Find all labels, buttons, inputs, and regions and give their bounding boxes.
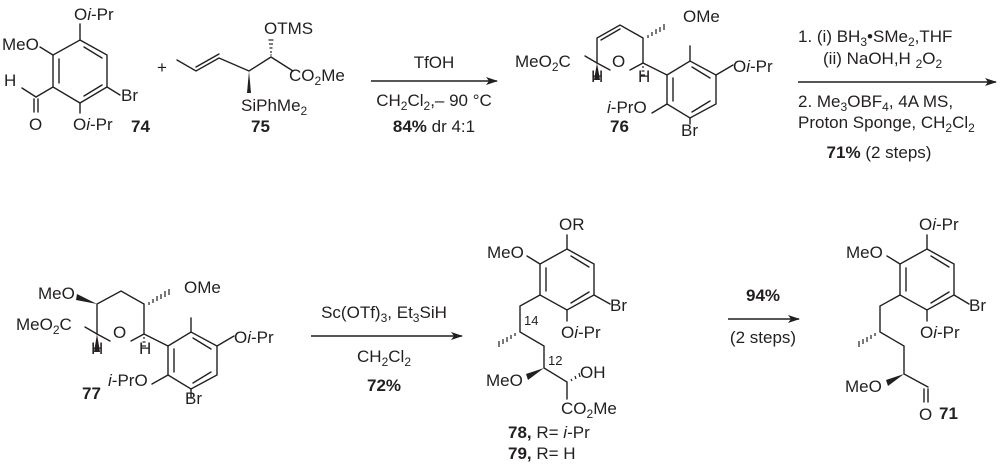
group-label: OTMS	[264, 19, 313, 38]
compound-number: 76	[610, 117, 629, 136]
group-label: OMe	[683, 7, 720, 26]
group-label: Oi-Pr	[919, 215, 959, 234]
plus-sign: +	[157, 58, 167, 77]
group-label: H	[139, 339, 151, 358]
group-label: i-PrO	[607, 98, 647, 117]
hash-bond	[641, 66, 645, 76]
group-label: O	[919, 405, 932, 424]
group-label: Oi-Pr	[920, 323, 960, 342]
compound-71: Oi-Pr MeO Br Oi-Pr MeO O 71	[845, 215, 986, 424]
yield: 72%	[367, 376, 401, 395]
group-label: CO2Me	[289, 66, 345, 88]
hash-bond	[148, 289, 170, 305]
group-label: MeO	[845, 377, 882, 396]
group-label: SiPhMe2	[241, 96, 308, 118]
benzene-ring	[899, 248, 955, 311]
group-label: H	[591, 67, 603, 86]
wedge-bond	[594, 63, 600, 80]
benzene-ring	[666, 60, 717, 119]
group-label: Oi-Pr	[561, 323, 601, 342]
reaction-step-4: 94% (2 steps)	[728, 286, 800, 347]
compound-number: 75	[251, 117, 270, 136]
group-label: MeO	[2, 35, 39, 54]
group-label: Oi-Pr	[74, 5, 114, 24]
wedge-bond	[886, 374, 904, 386]
hash-bond	[498, 333, 516, 347]
reaction-step-3: Sc(OTf)3, Et3SiH CH2Cl2 72%	[311, 303, 463, 395]
group-label: OH	[580, 363, 606, 382]
reagent: Proton Sponge, CH2Cl2	[798, 113, 975, 135]
group-label: Br	[681, 121, 698, 140]
compound-77: MeO MeO2C H O H OMe Oi-Pr i-PrO Br 77	[16, 278, 274, 408]
wedge-bond	[94, 334, 100, 352]
compound-74: Oi-Pr MeO H O Br Oi-Pr 74	[2, 5, 150, 136]
compound-number: 71	[939, 404, 958, 423]
group-label: Br	[969, 296, 986, 315]
carbon-number: 12	[548, 353, 562, 368]
reagent: (ii) NaOH,H 2O2	[823, 49, 942, 71]
benzene-ring	[167, 331, 218, 390]
compound-75: OTMS CO2Me SiPhMe2 75	[176, 19, 345, 136]
group-label: Br	[121, 86, 138, 105]
wedge-bond	[76, 294, 97, 304]
wedge-bond	[247, 71, 251, 93]
compound-number: 78, R= i-Pr	[508, 423, 590, 442]
group-label: MeO	[486, 371, 523, 390]
group-label: O	[113, 323, 126, 342]
reagent: 1. (i) BH3•SMe2,THF	[798, 27, 952, 49]
reaction-step-2: 1. (i) BH3•SMe2,THF (ii) NaOH,H 2O2 2. M…	[798, 27, 997, 162]
hash-bond	[858, 333, 876, 347]
compound-number: 74	[131, 117, 150, 136]
group-label: i-PrO	[108, 371, 148, 390]
hash-bond	[647, 24, 665, 38]
conditions: (2 steps)	[730, 328, 796, 347]
group-label: MeO	[846, 243, 883, 262]
reagent: Sc(OTf)3, Et3SiH	[321, 303, 447, 325]
yield: 71% (2 steps)	[827, 143, 932, 162]
hash-bond	[268, 39, 274, 56]
group-label: MeO	[487, 243, 524, 262]
reagent: 2. Me3OBF4, 4A MS,	[798, 92, 953, 114]
group-label: Oi-Pr	[733, 57, 773, 76]
group-label: Oi-Pr	[73, 115, 113, 134]
group-label: MeO2C	[515, 52, 571, 74]
benzene-ring	[539, 248, 595, 311]
group-label: O	[29, 115, 42, 134]
carbon-number: 14	[524, 313, 538, 328]
group-label: Br	[185, 389, 202, 408]
conditions: CH2Cl2	[357, 347, 411, 369]
compound-76: MeO2C H O H OMe Oi-Pr i-PrO Br 76	[515, 7, 773, 140]
group-label: H	[638, 67, 650, 86]
compound-number: 79, R= H	[508, 444, 576, 463]
hash-bond	[142, 337, 146, 347]
group-label: CO2Me	[561, 399, 617, 421]
reaction-step-1: TfOH CH2Cl2,– 90 °C 84% dr 4:1	[371, 53, 498, 136]
group-label: OR	[559, 215, 585, 234]
group-label: H	[91, 339, 103, 358]
compound-78-79: OR MeO Br Oi-Pr 14 12 OH MeO CO2Me 78, R…	[486, 215, 627, 463]
group-label: H	[4, 71, 16, 90]
yield: 94%	[746, 286, 780, 305]
wedge-bond	[526, 368, 544, 380]
group-label: Br	[610, 296, 627, 315]
group-label: OMe	[184, 278, 221, 297]
reagent: TfOH	[414, 53, 455, 72]
hash-bond	[570, 372, 581, 382]
yield: 84% dr 4:1	[393, 117, 475, 136]
group-label: MeO2C	[16, 315, 72, 337]
group-label: MeO	[38, 284, 75, 303]
group-label: O	[612, 52, 625, 71]
benzene-ring	[52, 39, 108, 104]
compound-number: 77	[82, 384, 101, 403]
group-label: Oi-Pr	[234, 328, 274, 347]
conditions: CH2Cl2,– 90 °C	[376, 91, 492, 113]
